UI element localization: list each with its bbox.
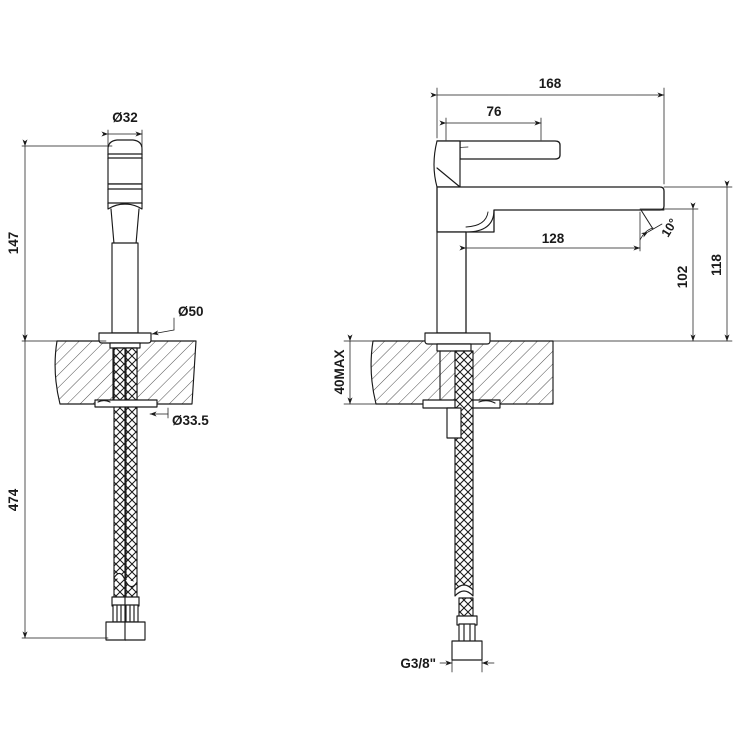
upper-sleeve bbox=[107, 157, 143, 185]
body-taper bbox=[110, 208, 140, 245]
dimtext-d50: Ø50 bbox=[178, 304, 204, 319]
dim-128: 128 bbox=[459, 211, 641, 278]
ferrule-left-lower bbox=[112, 604, 126, 623]
dim-118: 118 bbox=[552, 180, 733, 342]
hose-right bbox=[125, 347, 138, 600]
dimtext-76: 76 bbox=[486, 104, 502, 119]
washer-detail-side bbox=[478, 400, 496, 404]
dimtext-d32: Ø32 bbox=[112, 110, 138, 125]
dim-d50: Ø50 bbox=[151, 304, 204, 336]
lever-hub bbox=[433, 140, 461, 188]
shank-collar-side bbox=[436, 343, 472, 352]
dimtext-g38: G3/8" bbox=[400, 656, 436, 671]
aerator-face bbox=[640, 209, 654, 230]
hose-break-line bbox=[113, 572, 138, 588]
leader-d50 bbox=[151, 329, 175, 336]
hex-nut-right bbox=[124, 621, 146, 641]
side-view: 168 76 128 10° 102 bbox=[332, 76, 733, 673]
dim-40max: 40MAX bbox=[332, 334, 379, 405]
lever-hub-bevel bbox=[436, 167, 461, 188]
hose-braid bbox=[454, 350, 474, 591]
hex-nut-side bbox=[451, 640, 483, 661]
dim-474: 474 bbox=[6, 334, 109, 639]
cap-top bbox=[107, 139, 143, 156]
supply-hoses bbox=[105, 347, 146, 641]
lever-seat bbox=[107, 202, 143, 210]
lever-arm bbox=[436, 140, 561, 160]
leader-10deg bbox=[641, 223, 663, 238]
dim-d335: Ø33.5 bbox=[149, 407, 209, 428]
dimtext-118: 118 bbox=[709, 254, 724, 276]
dim-g38: G3/8" bbox=[400, 651, 495, 673]
dimtext-102: 102 bbox=[675, 266, 690, 289]
washer-detail bbox=[97, 399, 111, 403]
dimtext-128: 128 bbox=[542, 231, 565, 246]
dim-76: 76 bbox=[439, 104, 542, 141]
mid-sleeve bbox=[107, 188, 143, 205]
dim-102: 102 bbox=[639, 202, 699, 342]
spout-inner-radius-1 bbox=[465, 209, 495, 233]
dimtext-40max: 40MAX bbox=[332, 349, 347, 394]
base-flange-side bbox=[424, 332, 491, 345]
dim-168: 168 bbox=[430, 76, 665, 185]
hose-fitting-upper bbox=[446, 407, 462, 439]
dim-147: 147 bbox=[6, 139, 113, 342]
tap-body bbox=[98, 139, 152, 403]
dimtext-474: 474 bbox=[6, 488, 21, 511]
mounting-bracket bbox=[94, 399, 158, 408]
hose-break-line-side bbox=[454, 584, 474, 597]
dimtext-d335: Ø33.5 bbox=[172, 413, 209, 428]
ferrule-right-lower bbox=[125, 604, 139, 623]
spout bbox=[436, 186, 665, 233]
column-shaft-side bbox=[436, 231, 467, 334]
dimtext-147: 147 bbox=[6, 232, 21, 255]
thread-barrel bbox=[458, 623, 476, 643]
hex-nut-left bbox=[105, 621, 127, 641]
lever-handle bbox=[433, 140, 561, 188]
shank-collar bbox=[109, 342, 141, 349]
supply-hose-side bbox=[446, 350, 483, 661]
hose-left bbox=[113, 347, 126, 600]
front-view: Ø32 147 Ø50 Ø33.5 474 bbox=[6, 110, 209, 641]
spout-inner-radius-2 bbox=[465, 211, 489, 228]
dim-d32: Ø32 bbox=[101, 110, 143, 153]
dimtext-168: 168 bbox=[539, 76, 562, 91]
column-shaft bbox=[111, 242, 139, 334]
base-flange bbox=[98, 332, 152, 344]
